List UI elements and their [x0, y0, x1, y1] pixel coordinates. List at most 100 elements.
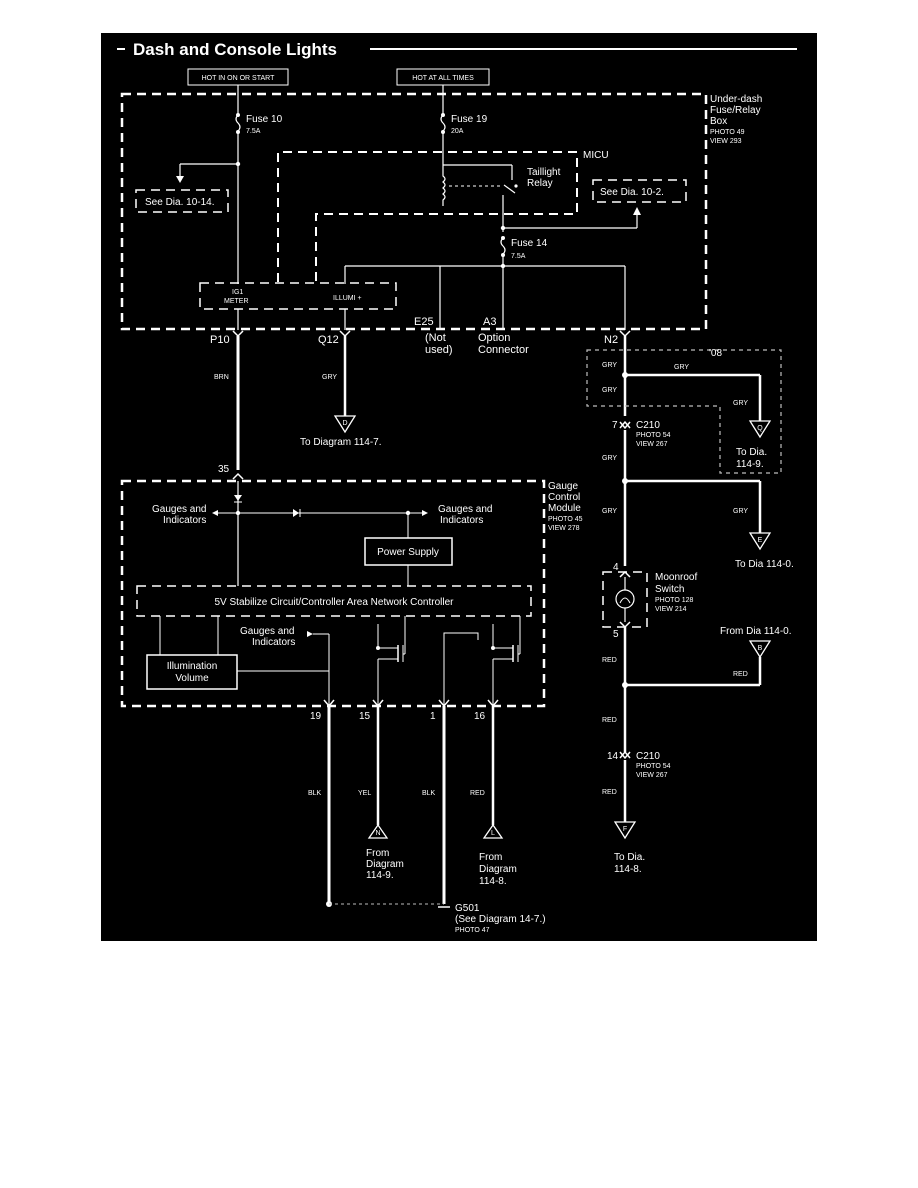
junction-b [622, 682, 628, 688]
q12-label: Q12 [318, 334, 339, 346]
fuse-box-photo: PHOTO 49 [710, 129, 745, 136]
fuse19-rating: 20A [451, 128, 464, 135]
wire-label-gry-q12: GRY [322, 374, 337, 381]
gauge-module-outline [120, 479, 546, 708]
fuse-relay-box-outline [120, 92, 708, 331]
a3-note-2: Connector [478, 344, 529, 356]
gauges-lower-1: Gauges and [240, 626, 295, 637]
gauges-left-1: Gauges and [152, 504, 207, 515]
fuse10-symbol [235, 114, 241, 132]
wire-label-gry-q-top: GRY [674, 364, 689, 371]
moonroof-name-1: Moonroof [655, 572, 697, 583]
arrow-gauges-left [212, 510, 218, 516]
from-n-1: From [366, 848, 389, 859]
year-08-outline [586, 349, 782, 474]
gauges-left-2: Indicators [163, 515, 206, 526]
c210-view-bottom: VIEW 267 [636, 772, 668, 779]
moonroof-pin5: 5 [613, 629, 619, 640]
micu-outline [277, 151, 578, 282]
ground-note: (See Diagram 14-7.) [455, 914, 546, 925]
connector-q [748, 420, 772, 439]
gauge-module-name-3: Module [548, 503, 581, 514]
ground-photo: PHOTO 47 [455, 927, 490, 934]
wire-label-red-3: RED [602, 789, 617, 796]
moonroof-bulb-filament [619, 597, 631, 604]
connector-n-letter: N [375, 830, 380, 837]
gauge-module-name-1: Gauge [548, 481, 578, 492]
see-right-ref: See Dia. 10-2. [600, 187, 664, 198]
wire-label-gry-q: GRY [733, 400, 748, 407]
pin-16-label: 16 [474, 711, 486, 722]
connector-e-letter: E [758, 537, 763, 544]
connector-f [613, 821, 637, 840]
see-left-ref: See Dia. 10-14. [145, 197, 215, 208]
gauge-module-name-2: Control [548, 492, 580, 503]
to-diagram-q12: To Diagram 114-7. [300, 437, 382, 448]
gauges-right-2: Indicators [440, 515, 483, 526]
illumination-label-1: Illumination [167, 661, 218, 672]
gauges-lower-2: Indicators [252, 637, 295, 648]
connector-f-letter: F [623, 826, 627, 833]
meter-label: METER [224, 298, 249, 305]
connector-b [748, 640, 772, 659]
c210-pin7-mark [619, 420, 631, 430]
from-n-2: Diagram [366, 859, 404, 870]
moonroof-name-2: Switch [655, 584, 684, 595]
to-dia-q-2: 114-9. [736, 459, 764, 470]
connector-l [482, 823, 504, 839]
connector-q-letter: Q [757, 425, 763, 432]
micu-label: MICU [583, 150, 609, 161]
ig1-label: IG1 [232, 289, 243, 296]
wire-label-gry-e: GRY [733, 508, 748, 515]
pin-19-label: 19 [310, 711, 322, 722]
diode-gauges [293, 509, 299, 517]
c210-pin14: 14 [607, 751, 619, 762]
hot-always-label: HOT AT ALL TIMES [412, 75, 474, 82]
fuse19-symbol [440, 114, 446, 132]
to-dia-e: To Dia 114-0. [735, 559, 794, 570]
wire-label-red-2: RED [602, 717, 617, 724]
wire-pin1-internal [443, 632, 479, 706]
connector-b-letter: B [758, 645, 763, 652]
arrow-gauges-right [422, 510, 428, 516]
fuse10-rating: 7.5A [246, 128, 261, 135]
wire-label-blk-19: BLK [308, 790, 322, 797]
arrow-see-right [633, 207, 641, 215]
gauge-module-view: VIEW 278 [548, 525, 580, 532]
stabilize-label: 5V Stabilize Circuit/Controller Area Net… [215, 597, 455, 608]
fuse-box-name-1: Under-dash [710, 94, 762, 105]
wire-label-gry-n2b: GRY [602, 387, 617, 394]
diode-35 [234, 495, 242, 501]
c210-pin7: 7 [612, 420, 618, 431]
fuse14-rating: 7.5A [511, 253, 526, 260]
pin-15-label: 15 [359, 711, 371, 722]
wire-label-gry-c210: GRY [602, 455, 617, 462]
c210-view-top: VIEW 267 [636, 441, 668, 448]
p10-label: P10 [210, 334, 230, 346]
c210-photo-top: PHOTO 54 [636, 432, 671, 439]
fuse-box-name-3: Box [710, 116, 727, 127]
see-left-box [135, 189, 229, 213]
gauge-module-photo: PHOTO 45 [548, 516, 583, 523]
internal-box [199, 282, 397, 310]
pin-35-label: 35 [218, 464, 230, 475]
fuse19-name: Fuse 19 [451, 114, 488, 125]
e25-note-2: used) [425, 344, 453, 356]
moonroof-photo: PHOTO 128 [655, 597, 693, 604]
stabilize-box [136, 585, 532, 617]
fuse10-name: Fuse 10 [246, 114, 283, 125]
terminal-35 [232, 472, 244, 480]
to-dia-f-2: 114-8. [614, 864, 642, 875]
wire-label-gry-n2: GRY [602, 362, 617, 369]
connector-n [367, 823, 389, 839]
n2-label: N2 [604, 334, 618, 346]
illumination-label-2: Volume [175, 673, 209, 684]
fuse14-name: Fuse 14 [511, 238, 548, 249]
wire-label-red-b: RED [733, 671, 748, 678]
connector-d [333, 415, 357, 434]
from-n-3: 114-9. [366, 870, 394, 881]
c210-name-bottom: C210 [636, 751, 660, 762]
diagram-panel [101, 33, 817, 941]
fuse-box-view: VIEW 293 [710, 138, 742, 145]
from-l-2: Diagram [479, 864, 517, 875]
